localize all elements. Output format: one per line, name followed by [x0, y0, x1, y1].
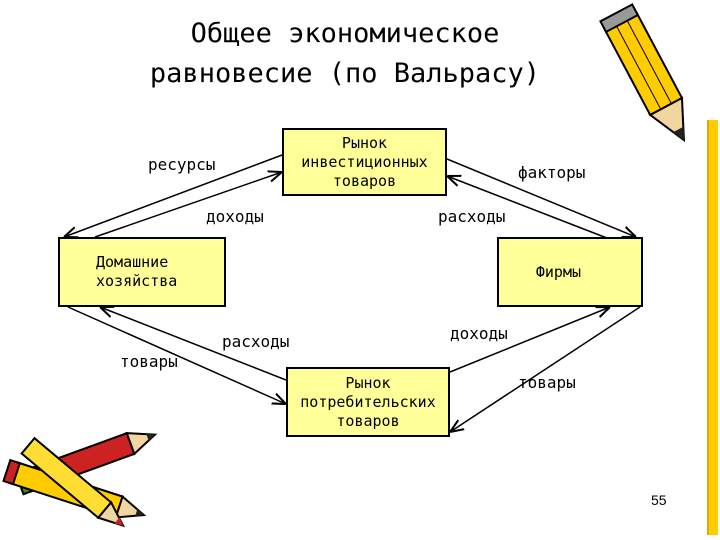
label-goods-firms: товары — [518, 373, 576, 392]
page-number: 55 — [651, 492, 667, 508]
arrow-household-expenses — [100, 307, 287, 381]
investment-market-line-1: Рынок — [341, 133, 388, 152]
label-firm-expenses: расходы — [438, 207, 506, 226]
title-line-2: равновесие (по Вальрасу) — [149, 58, 541, 89]
title-line-1: Общее экономическое — [190, 18, 500, 49]
arrow-household-income — [94, 172, 282, 238]
label-factors: факторы — [518, 163, 586, 182]
investment-market-box: Рынок инвестиционных товаров — [282, 128, 447, 196]
arrow-firm-expenses — [447, 176, 613, 241]
arrow-firm-income — [449, 307, 610, 373]
slide-title: Общее экономическое равновесие (по Вальр… — [110, 14, 580, 94]
consumer-market-line-1: Рынок — [345, 373, 391, 392]
investment-market-line-3: товаров — [332, 171, 397, 190]
firms-box: Фирмы — [497, 237, 643, 307]
arrow-goods-households — [67, 306, 286, 404]
households-box: Домашние хозяйства — [58, 237, 226, 307]
label-household-expenses: расходы — [222, 332, 290, 351]
arrow-goods-firms — [450, 306, 641, 432]
arrow-factors — [446, 158, 636, 237]
investment-market-line-2: инвестиционных — [301, 152, 428, 171]
label-resources: ресурсы — [148, 155, 216, 174]
label-goods-households: товары — [120, 352, 178, 371]
consumer-market-line-2: потребительских — [300, 392, 436, 411]
consumer-market-box: Рынок потребительских товаров — [286, 367, 450, 437]
households-line-2: хозяйства — [96, 272, 178, 290]
firms-label: Фирмы — [535, 262, 581, 281]
households-line-1: Домашние — [96, 253, 169, 271]
arrow-resources — [64, 154, 283, 237]
consumer-market-line-3: товаров — [336, 411, 400, 430]
label-household-income: доходы — [206, 207, 264, 226]
label-firm-income: доходы — [450, 324, 508, 343]
